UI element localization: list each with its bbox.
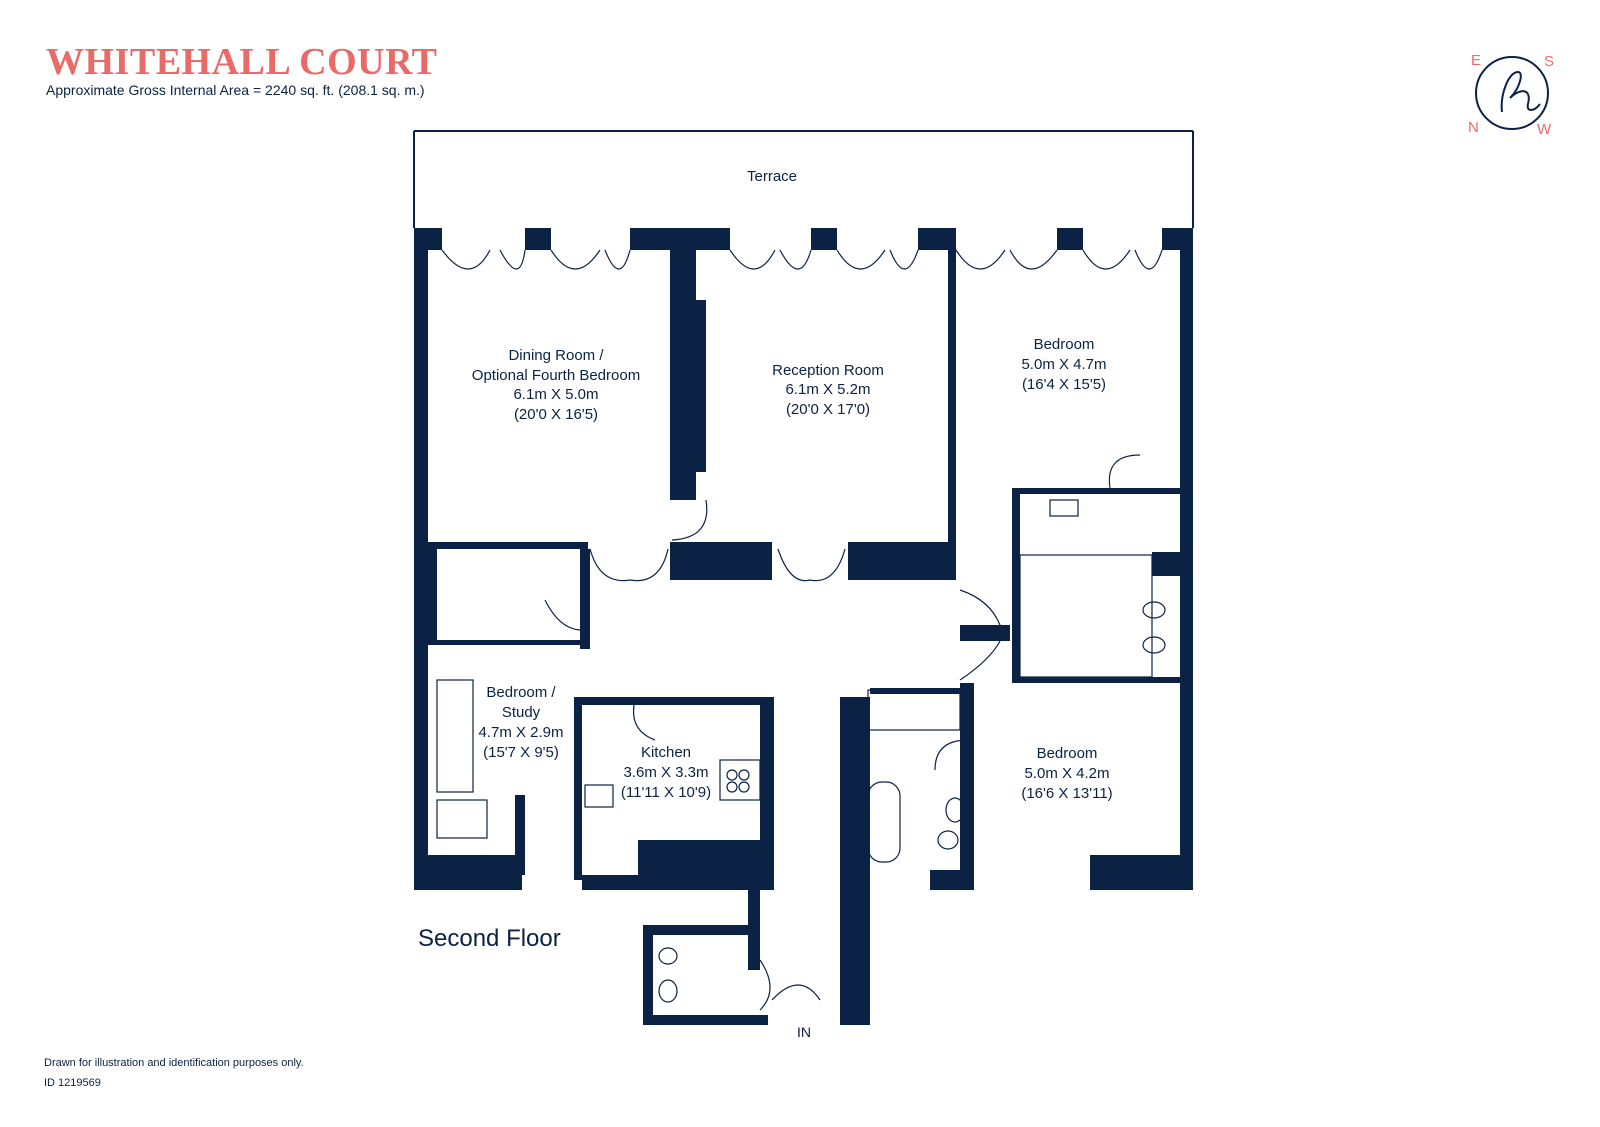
room-bedroom-bottom-imperial: (16'6 X 13'11) — [1021, 785, 1112, 802]
fixtures — [436, 499, 1166, 1003]
room-study-imperial: (15'7 X 9'5) — [483, 744, 559, 761]
door-swings — [441, 249, 1163, 1011]
room-dining-metric: 6.1m X 5.0m — [513, 386, 598, 403]
room-kitchen-name: Kitchen — [641, 744, 691, 761]
room-bedroom-top-imperial: (16'4 X 15'5) — [1022, 376, 1106, 393]
room-kitchen-imperial: (11'11 X 10'9) — [621, 784, 711, 801]
plan-id: ID 1219569 — [44, 1077, 101, 1089]
room-bedroom-top: Bedroom 5.0m X 4.7m (16'4 X 15'5) — [1021, 336, 1106, 393]
floor-label: Second Floor — [418, 925, 561, 952]
compass-s-label: S — [1544, 53, 1554, 70]
walls — [414, 228, 1193, 1025]
room-study-alt-name: Study — [502, 704, 541, 721]
room-bedroom-bottom-metric: 5.0m X 4.2m — [1024, 765, 1109, 782]
compass-e-label: E — [1471, 52, 1481, 69]
room-bedroom-bottom: Bedroom 5.0m X 4.2m (16'6 X 13'11) — [1021, 745, 1112, 802]
entrance-label: IN — [797, 1024, 811, 1040]
room-bedroom-bottom-name: Bedroom — [1037, 745, 1098, 762]
room-study-name: Bedroom / — [486, 684, 556, 701]
room-reception-metric: 6.1m X 5.2m — [785, 381, 870, 398]
room-reception: Reception Room 6.1m X 5.2m (20'0 X 17'0) — [772, 362, 884, 418]
gross-area-text: Approximate Gross Internal Area = 2240 s… — [46, 82, 425, 98]
property-title: WHITEHALL COURT — [46, 41, 438, 83]
room-bedroom-top-metric: 5.0m X 4.7m — [1021, 356, 1106, 373]
room-dining: Dining Room / Optional Fourth Bedroom 6.… — [472, 347, 640, 423]
room-kitchen: Kitchen 3.6m X 3.3m (11'11 X 10'9) — [621, 744, 711, 801]
room-bedroom-top-name: Bedroom — [1034, 336, 1095, 353]
room-study-metric: 4.7m X 2.9m — [478, 724, 563, 741]
room-dining-imperial: (20'0 X 16'5) — [514, 406, 598, 423]
terrace-area: Terrace — [413, 130, 1194, 228]
room-dining-alt-name: Optional Fourth Bedroom — [472, 367, 640, 384]
room-reception-imperial: (20'0 X 17'0) — [786, 401, 870, 418]
terrace-label: Terrace — [747, 168, 797, 185]
room-kitchen-metric: 3.6m X 3.3m — [623, 764, 708, 781]
compass-n-label: N — [1468, 119, 1479, 136]
room-reception-name: Reception Room — [772, 362, 884, 379]
room-study: Bedroom / Study 4.7m X 2.9m (15'7 X 9'5) — [478, 684, 563, 761]
disclaimer-text: Drawn for illustration and identificatio… — [44, 1057, 304, 1069]
compass-w-label: W — [1537, 121, 1552, 138]
room-dining-name: Dining Room / — [508, 347, 604, 364]
compass-logo-icon: E S N W — [1468, 52, 1554, 138]
